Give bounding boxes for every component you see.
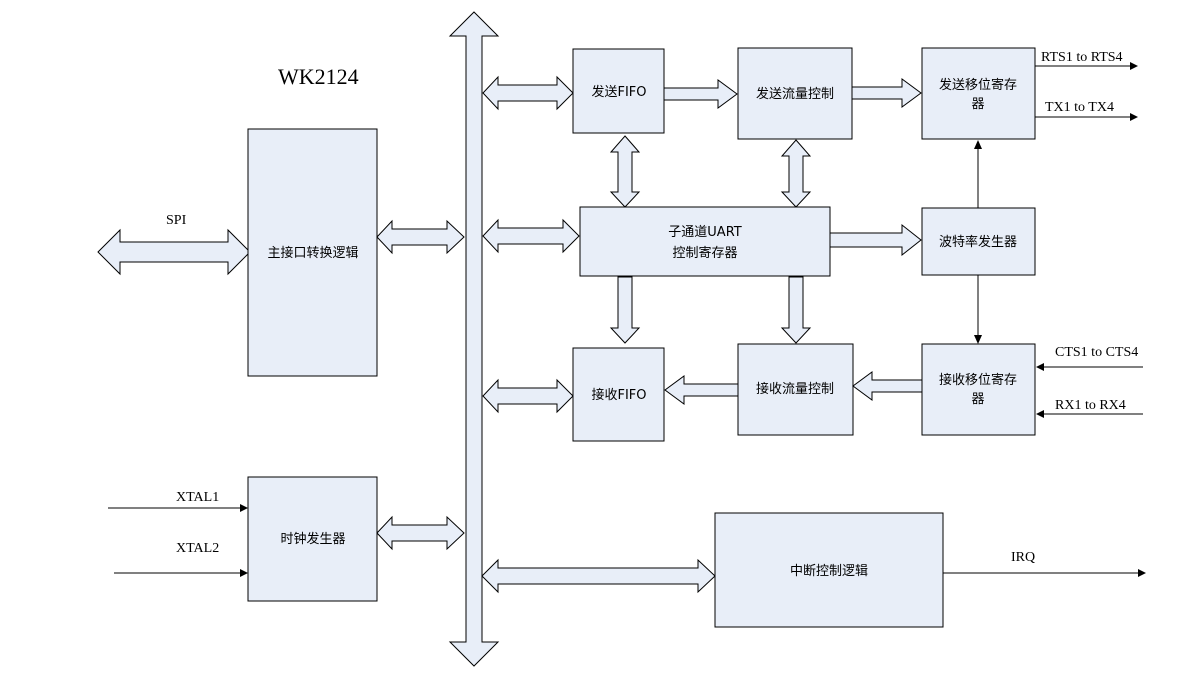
baud-rxshift-arrowhead [974, 335, 982, 344]
uart-rxfifo-arrow [609, 276, 641, 344]
interrupt-control-block [714, 512, 944, 628]
rx-arrowhead [1036, 410, 1044, 418]
rx-shift-register-label-1: 接收移位寄存 [939, 372, 1017, 388]
rx-label: RX1 to RX4 [1055, 398, 1126, 413]
cts-label: CTS1 to CTS4 [1055, 345, 1138, 360]
tx-fifo-block [572, 48, 665, 134]
xtal2-arrowhead [240, 569, 248, 577]
interrupt-control-label: 中断控制逻辑 [790, 564, 868, 579]
tx-fifo-label: 发送FIFO [591, 84, 646, 100]
rxshift-rxflow-arrow [852, 371, 923, 401]
clock-bus-arrow [376, 515, 465, 551]
irq-arrowhead [1138, 569, 1146, 577]
bus-irq-arrow [481, 558, 716, 594]
tx-shift-register-label-1: 发送移位寄存 [939, 77, 1017, 93]
tx-arrowhead [1130, 113, 1138, 121]
tx-shift-register-label-2: 器 [971, 97, 984, 112]
xtal1-arrowhead [240, 504, 248, 512]
uart-control-register-label-2: 控制寄存器 [672, 245, 737, 261]
rx-fifo-block [572, 347, 665, 442]
rx-shift-register-label-2: 器 [971, 392, 984, 407]
rx-flow-control-block [737, 343, 854, 436]
spi-label: SPI [166, 213, 187, 228]
chip-title: WK2124 [278, 64, 359, 89]
uart-control-register-label-1: 子通道UART [668, 225, 741, 240]
tx-shift-register-block [921, 47, 1036, 140]
tx-flow-control-block [737, 47, 853, 140]
uart-txflow-arrow [780, 139, 812, 208]
bus-txfifo-arrow [482, 75, 574, 111]
internal-bus [448, 11, 500, 667]
uart-txfifo-arrow [609, 135, 641, 208]
irq-label: IRQ [1011, 550, 1035, 565]
xtal2-label: XTAL2 [176, 541, 219, 556]
baud-txshift-arrowhead [974, 140, 982, 149]
baud-rate-generator-label: 波特率发生器 [939, 234, 1017, 250]
uart-rxflow-arrow [780, 276, 812, 344]
baud-rate-generator-block [921, 207, 1036, 276]
tx-label: TX1 to TX4 [1045, 100, 1114, 115]
host-interface-block [247, 128, 378, 377]
rts-label: RTS1 to RTS4 [1041, 50, 1123, 65]
host-bus-arrow [376, 219, 465, 255]
tx-flow-control-label: 发送流量控制 [756, 86, 834, 102]
rx-flow-control-label: 接收流量控制 [756, 381, 834, 397]
rxflow-rxfifo-arrow [664, 375, 739, 405]
cts-arrowhead [1036, 363, 1044, 371]
bus-uart-arrow [482, 218, 580, 254]
rts-arrowhead [1130, 62, 1138, 70]
uart-control-register-block [579, 206, 831, 277]
bus-rxfifo-arrow [482, 378, 574, 414]
host-interface-label: 主接口转换逻辑 [267, 245, 358, 261]
clock-generator-block [247, 476, 378, 602]
xtal1-label: XTAL1 [176, 490, 219, 505]
txflow-txshift-arrow [851, 78, 922, 108]
uart-baud-arrow [829, 223, 922, 257]
txfifo-txflow-arrow [663, 79, 738, 109]
clock-generator-label: 时钟发生器 [280, 531, 345, 547]
spi-bus-arrow [97, 228, 251, 276]
rx-shift-register-block [921, 343, 1036, 436]
rx-fifo-label: 接收FIFO [591, 387, 646, 403]
